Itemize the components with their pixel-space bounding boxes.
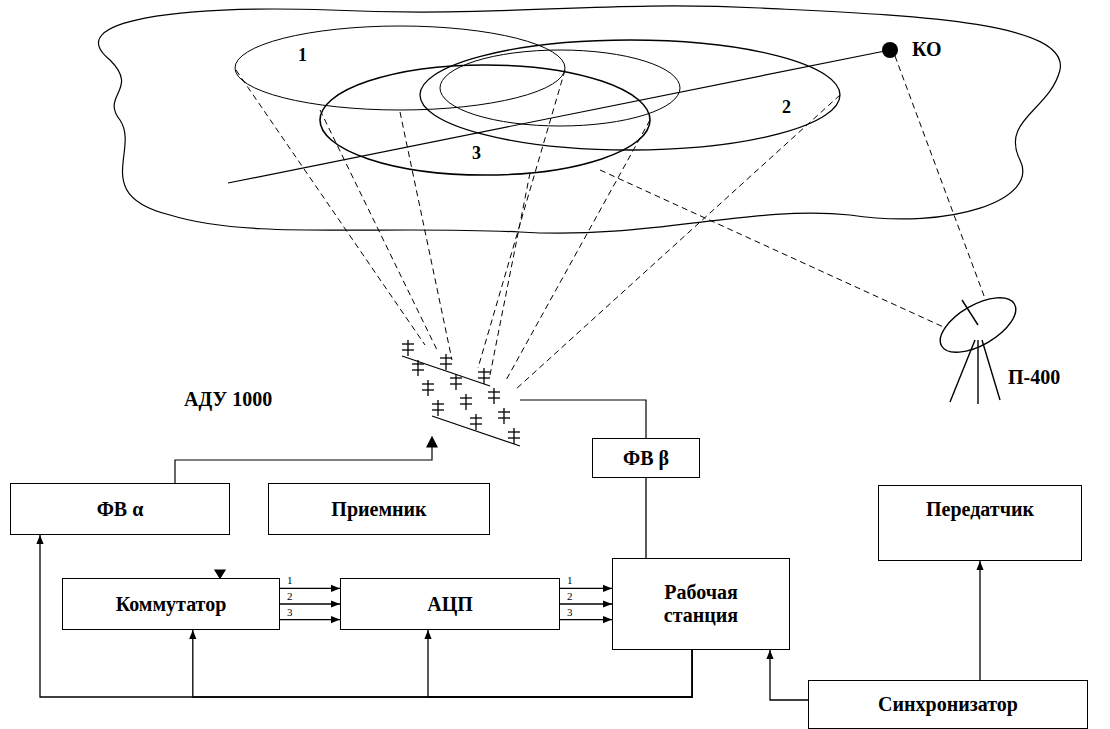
- channel-number: 3: [286, 606, 294, 618]
- block-box: ФВ β: [592, 438, 700, 478]
- zone-number: 2: [780, 98, 793, 118]
- block-label: Приемник: [331, 498, 426, 521]
- signal-arrow: [770, 650, 808, 700]
- beam-line: [490, 173, 530, 375]
- channel-number: 2: [566, 590, 574, 602]
- dipole-element: [432, 400, 444, 416]
- dipole-element: [412, 360, 424, 376]
- signal-arrow: [560, 619, 612, 620]
- dipole-element: [478, 368, 490, 384]
- block-box: ФВ α: [10, 483, 230, 535]
- beam-line: [320, 110, 438, 352]
- dish-feed: [962, 300, 978, 325]
- block-text-group: Передатчик: [926, 498, 1034, 521]
- block-text-group: Рабочая станция: [636, 581, 766, 627]
- block-label: Передатчик: [926, 498, 1034, 521]
- dish-leg: [982, 340, 1000, 400]
- beam-zone: [235, 26, 565, 110]
- dipole-element: [488, 388, 500, 404]
- arrow-head: [215, 570, 225, 578]
- dipole-element: [402, 340, 414, 356]
- trajectory-line: [228, 50, 890, 183]
- signal-arrow: [645, 478, 646, 558]
- dipole-element: [440, 354, 452, 370]
- block-box: Приемник: [268, 483, 490, 535]
- space-object: [882, 42, 898, 58]
- block-box: Синхронизатор: [808, 680, 1088, 729]
- block-label: ФВ β: [623, 447, 669, 470]
- dipole-element: [498, 408, 510, 424]
- block-label: АЦП: [427, 593, 473, 616]
- antenna-label: АДУ 1000: [182, 388, 274, 410]
- block-text-group: АЦП: [427, 593, 473, 616]
- beam-lines: [236, 56, 990, 390]
- channel-number: 3: [566, 606, 574, 618]
- block-label: Рабочая станция: [636, 581, 766, 627]
- dish-leg: [950, 340, 975, 402]
- beam-zone: [320, 65, 650, 175]
- block-text-group: Синхронизатор: [878, 693, 1018, 716]
- block-label: Коммутатор: [116, 593, 227, 616]
- block-text-group: Коммутатор: [116, 593, 227, 616]
- object-label: КО: [910, 38, 944, 60]
- beam-line: [400, 112, 452, 360]
- signal-arrow: [280, 619, 340, 620]
- block-box: Рабочая станция: [612, 558, 790, 650]
- beam-line: [515, 95, 840, 390]
- signal-arrow: [280, 588, 340, 589]
- control-wire: [520, 400, 646, 438]
- dish-leg: [977, 340, 978, 404]
- sky-region: [98, 6, 1060, 233]
- beam-zone: [420, 40, 840, 150]
- dipole-element: [450, 374, 462, 390]
- block-text-group: ФВ β: [623, 447, 669, 470]
- zone-number: 3: [470, 144, 483, 164]
- signal-arrow: [40, 535, 692, 697]
- dipole-element: [460, 394, 472, 410]
- signal-arrow: [979, 561, 980, 680]
- beam-line: [478, 70, 565, 368]
- signal-arrow: [280, 603, 340, 604]
- beam-line: [505, 120, 650, 382]
- channel-number: 1: [566, 574, 574, 586]
- beam-line: [236, 70, 425, 345]
- block-text-group: Приемник: [331, 498, 426, 521]
- antenna-label: П-400: [1006, 366, 1062, 388]
- dipole-element: [508, 428, 520, 444]
- radar-line: [895, 56, 990, 312]
- dipole-element: [470, 414, 482, 430]
- control-wire: [175, 446, 432, 483]
- block-label: Синхронизатор: [878, 693, 1018, 716]
- beam-zone: [440, 50, 680, 126]
- block-box: АЦП: [340, 578, 560, 630]
- block-label: ФВ α: [97, 498, 144, 521]
- block-box: Коммутатор: [62, 578, 280, 630]
- channel-number: 2: [286, 590, 294, 602]
- antenna-array: [402, 340, 520, 446]
- zone-number: 1: [296, 46, 309, 66]
- signal-arrow: [560, 603, 612, 604]
- channel-number: 1: [286, 574, 294, 586]
- signal-arrow: [560, 588, 612, 589]
- block-text-group: ФВ α: [97, 498, 144, 521]
- radar-line: [600, 170, 950, 330]
- block-box: Передатчик: [878, 485, 1082, 561]
- arrow-head: [427, 437, 437, 447]
- dipole-element: [422, 380, 434, 396]
